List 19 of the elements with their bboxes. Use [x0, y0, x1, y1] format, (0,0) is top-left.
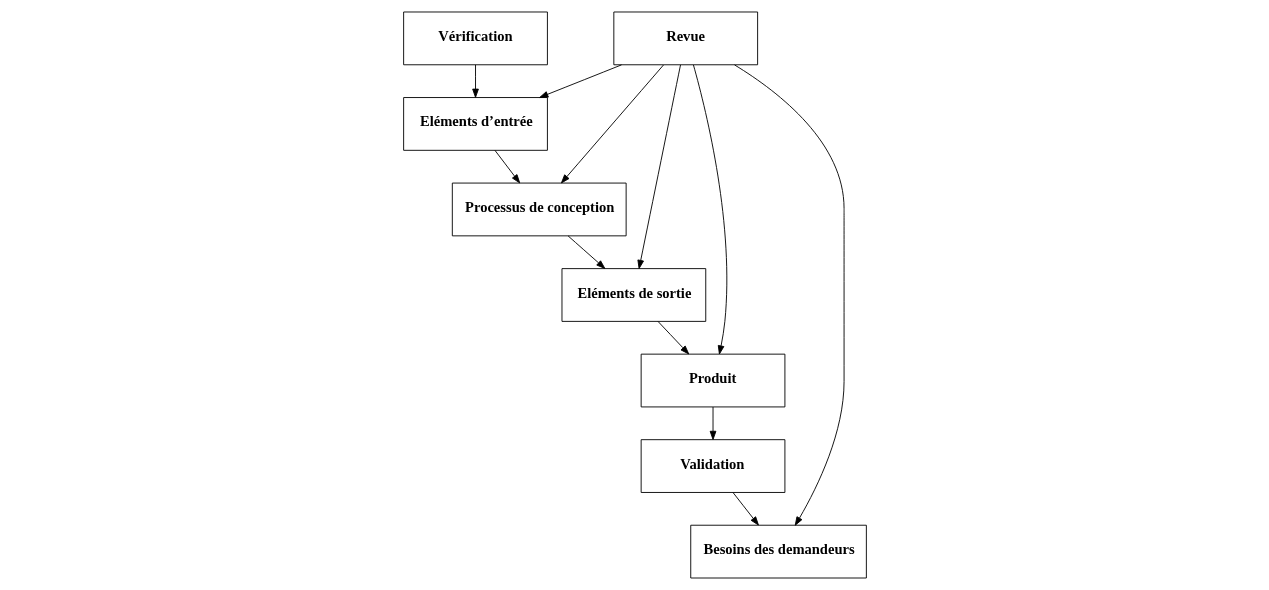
- arrow: [732, 492, 759, 526]
- arrow: [494, 149, 520, 184]
- arrow: [567, 235, 605, 269]
- arrow: [657, 321, 689, 355]
- node-box: Eléments d’entrée: [402, 97, 548, 151]
- arrow: [538, 64, 622, 98]
- node-box: Besoins des demandeurs: [689, 524, 867, 579]
- arrow: [709, 406, 716, 440]
- node-box: Produit: [640, 353, 785, 408]
- arrow: [733, 64, 845, 526]
- node-box: Validation: [640, 439, 785, 493]
- arrow: [471, 64, 479, 98]
- node-box: Vérification: [402, 11, 548, 66]
- arrow: [692, 64, 727, 355]
- arrow: [636, 64, 681, 269]
- node-box: Revue: [612, 11, 758, 66]
- node-box: Eléments de sortie: [561, 268, 706, 322]
- node-box: Processus de conception: [451, 182, 627, 237]
- arrow: [560, 64, 664, 184]
